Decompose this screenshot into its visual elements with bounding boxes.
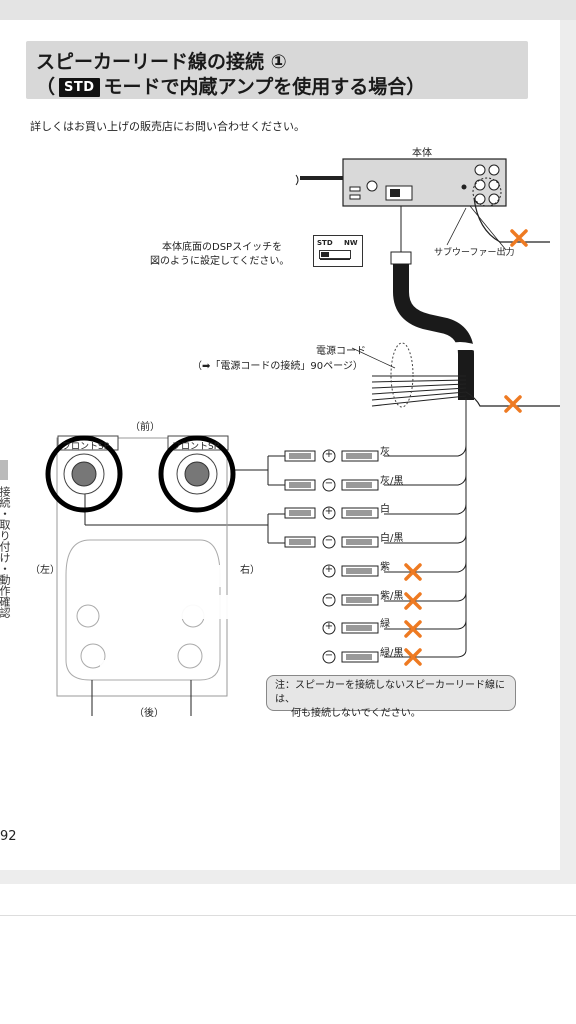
front-speaker-right-illustration xyxy=(158,435,236,513)
side-tab-marker xyxy=(0,460,8,480)
wire-connector-core xyxy=(346,625,372,631)
polarity-mark xyxy=(322,478,336,492)
wire-connector-core xyxy=(346,654,372,660)
intro-text: 詳しくはお買い上げの販売店にお問い合わせください。 xyxy=(30,120,305,133)
side-section-label: 接続・取り付け・動作確認 xyxy=(0,486,11,618)
polarity-mark xyxy=(322,564,336,578)
redaction-marks xyxy=(70,565,510,780)
main-unit-illustration xyxy=(295,158,507,207)
switch-arrow xyxy=(320,259,350,260)
page-title: スピーカーリード線の接続 ① xyxy=(36,51,287,73)
right-side-label: 右） xyxy=(240,565,260,576)
std-badge: STD xyxy=(59,78,100,97)
wire-color-label: 紫 xyxy=(380,562,390,573)
polarity-sign: − xyxy=(324,535,334,546)
wire-connector-core xyxy=(346,453,372,459)
subwoofer-output-label: サブウーファー出力 xyxy=(434,248,515,258)
polarity-sign: − xyxy=(324,650,334,661)
wire-color-label: 緑/黒 xyxy=(380,648,404,659)
polarity-mark xyxy=(322,535,336,549)
note-line1: 注：スピーカーを接続しないスピーカーリード線には、 xyxy=(275,680,505,705)
next-page-divider xyxy=(0,915,576,916)
wire-connector-core xyxy=(346,482,372,488)
wire-connector-core xyxy=(346,568,372,574)
polarity-sign: + xyxy=(324,564,334,575)
front-speaker-left-label: フロントSP xyxy=(62,442,110,452)
page-number: 92 xyxy=(0,829,17,844)
viewer-top-bar xyxy=(0,0,576,20)
connector-core xyxy=(289,482,311,488)
wire-connector-core xyxy=(346,539,372,545)
switch-std-label: STD xyxy=(317,239,333,247)
polarity-mark xyxy=(322,593,336,607)
switch-nw-label: NW xyxy=(344,239,358,247)
switch-slot xyxy=(319,250,351,259)
front-direction-label: （前） xyxy=(130,422,160,433)
wire-color-label: 白 xyxy=(380,504,390,515)
power-cord-bundle xyxy=(351,342,560,408)
dsp-note-line2: 図のように設定してください。 xyxy=(150,256,290,267)
cross-marks xyxy=(404,229,528,666)
main-unit-label: 本体 xyxy=(412,148,432,159)
dsp-note-line1: 本体底面のDSPスイッチを xyxy=(162,242,283,253)
left-side-label: （左） xyxy=(30,565,60,576)
wire-connector-core xyxy=(346,510,372,516)
polarity-sign: − xyxy=(324,593,334,604)
connector-core xyxy=(289,510,311,516)
wire-color-label: 緑 xyxy=(380,619,390,630)
connector-core xyxy=(289,453,311,459)
polarity-sign: + xyxy=(324,621,334,632)
speaker-connectors xyxy=(284,449,379,664)
wire-color-label: 灰/黒 xyxy=(380,476,404,487)
wire-color-label: 紫/黒 xyxy=(380,591,404,602)
wiring-diagram xyxy=(45,158,560,780)
dsp-switch-illustration: STD NW xyxy=(313,235,363,267)
wire-color-label: 白/黒 xyxy=(380,533,404,544)
wire-color-label: 灰 xyxy=(380,447,390,458)
power-cord-label: 電源コード xyxy=(316,346,366,357)
polarity-mark xyxy=(322,449,336,463)
wire-connector-core xyxy=(346,597,372,603)
front-speaker-left-illustration xyxy=(45,435,123,513)
front-speaker-right-label: フロントSP xyxy=(172,442,220,452)
polarity-mark xyxy=(322,506,336,520)
polarity-sign: + xyxy=(324,506,334,517)
power-cord-reference: （➡「電源コードの接続」90ページ） xyxy=(192,361,363,372)
polarity-sign: + xyxy=(324,449,334,460)
connector-core xyxy=(289,539,311,545)
polarity-mark xyxy=(322,621,336,635)
next-page-area xyxy=(0,884,576,1024)
note-box: 注：スピーカーを接続しないスピーカーリード線には、 何も接続しないでください。 xyxy=(266,675,516,719)
note-line2: 何も接続しないでください。 xyxy=(291,708,421,719)
polarity-mark xyxy=(322,650,336,664)
polarity-sign: − xyxy=(324,478,334,489)
rear-direction-label: （後） xyxy=(134,708,164,719)
